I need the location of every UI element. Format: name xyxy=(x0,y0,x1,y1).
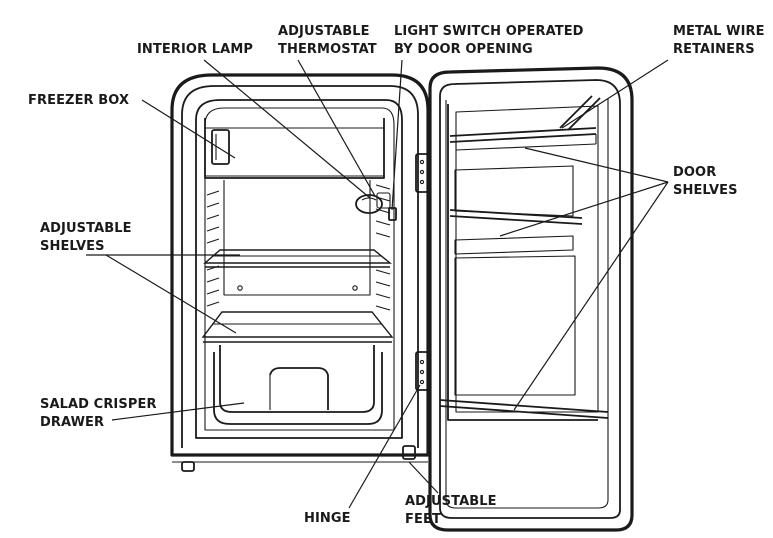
freezer-box xyxy=(204,118,385,179)
interior-lamp xyxy=(355,194,383,214)
label-salad-crisper-line1: SALAD CRISPER xyxy=(40,397,157,412)
label-hinge: HINGE xyxy=(304,511,351,526)
label-adjustable-shelves-line2: SHELVES xyxy=(40,239,105,254)
label-metal-wire-line1: METAL WIRE xyxy=(673,24,765,39)
door xyxy=(428,66,634,532)
hinge-upper xyxy=(415,153,429,193)
thermostat xyxy=(376,192,391,209)
shelf-ribs xyxy=(206,184,391,311)
label-metal-wire-line2: RETAINERS xyxy=(673,42,755,57)
label-freezer-box: FREEZER BOX xyxy=(28,93,129,108)
hinge-lower xyxy=(415,351,429,391)
label-door-shelves-line2: SHELVES xyxy=(673,183,738,198)
feet xyxy=(181,445,416,472)
label-light-switch-line1: LIGHT SWITCH OPERATED xyxy=(394,24,584,39)
adjustable-shelf-upper xyxy=(203,249,392,268)
back-wall xyxy=(223,180,371,296)
door-shelf-bottom-area xyxy=(439,235,609,419)
label-interior-lamp: INTERIOR LAMP xyxy=(137,42,253,57)
label-adjustable-shelves-line1: ADJUSTABLE xyxy=(40,221,132,236)
adjustable-shelf-lower xyxy=(201,311,394,343)
door-shelf-top xyxy=(449,127,597,151)
salad-crisper-drawer xyxy=(213,345,383,425)
label-light-switch-line2: BY DOOR OPENING xyxy=(394,42,533,57)
label-adjustable-feet-line2: FEET xyxy=(405,512,441,527)
label-thermostat-line1: ADJUSTABLE xyxy=(278,24,370,39)
label-salad-crisper-line2: DRAWER xyxy=(40,415,104,430)
label-door-shelves-line1: DOOR xyxy=(673,165,716,180)
door-shelf-middle xyxy=(449,165,583,225)
label-thermostat-line2: THERMOSTAT xyxy=(278,42,377,57)
labels: INTERIOR LAMP ADJUSTABLE THERMOSTAT LIGH… xyxy=(28,24,765,527)
label-adjustable-feet-line1: ADJUSTABLE xyxy=(405,494,497,509)
cabinet-body xyxy=(170,73,430,463)
leader-lines xyxy=(86,59,669,509)
